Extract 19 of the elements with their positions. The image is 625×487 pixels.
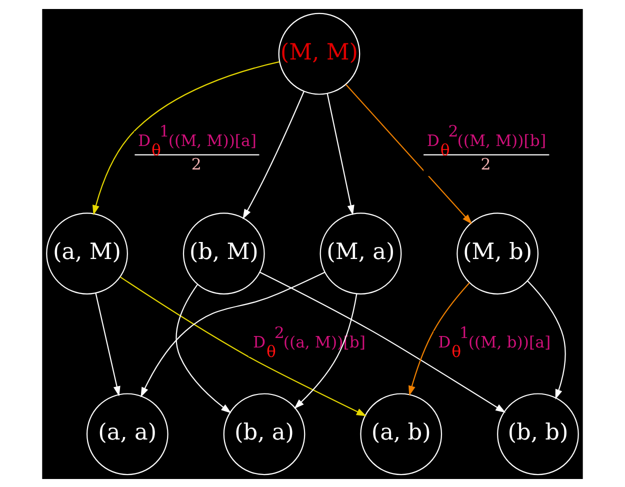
arrow [294, 293, 358, 408]
arrow [120, 276, 367, 416]
arrow [140, 271, 325, 397]
node-circle: (M, M) [278, 12, 360, 94]
arrow [176, 284, 232, 413]
node-circle: (a, M) [46, 212, 128, 294]
arrow [527, 280, 566, 399]
arrow [408, 282, 470, 396]
node-circle: (b, M) [182, 212, 265, 294]
node-circle: (b, b) [497, 392, 579, 475]
arrow [242, 90, 304, 219]
arrow [346, 84, 550, 224]
arrow [326, 92, 354, 215]
node-circle: (a, b) [360, 392, 442, 475]
arrow [260, 271, 506, 412]
arrow [95, 292, 120, 396]
arrow [92, 60, 280, 215]
node-circle: (a, a) [86, 392, 168, 475]
node-circle: (M, a) [320, 212, 402, 294]
